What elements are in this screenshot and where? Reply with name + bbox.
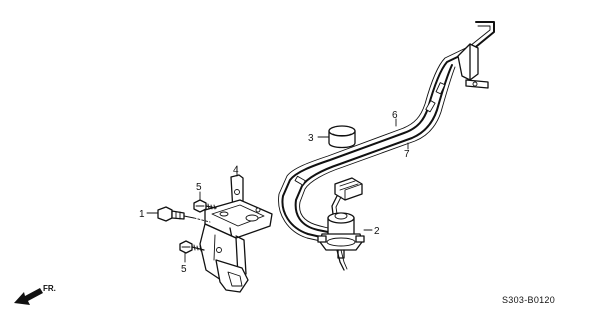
mounting-bracket xyxy=(199,174,273,293)
callout-6: 6 xyxy=(392,110,398,121)
vacuum-hose-assembly xyxy=(278,21,495,271)
callout-3: 3 xyxy=(308,133,314,144)
callout-7: 7 xyxy=(404,149,410,160)
callout-4: 4 xyxy=(233,165,239,176)
callout-5-lower: 5 xyxy=(181,264,187,275)
front-direction-arrow: FR. xyxy=(14,284,56,305)
arrow-icon xyxy=(14,288,43,305)
direction-label: FR. xyxy=(43,284,56,293)
cap xyxy=(328,125,356,149)
clip-fitting xyxy=(157,206,211,223)
callout-2: 2 xyxy=(374,226,380,237)
leader-lines xyxy=(146,118,409,263)
flange-bolt-lower xyxy=(179,240,205,254)
callout-1: 1 xyxy=(139,209,145,220)
callout-5-upper: 5 xyxy=(196,182,202,193)
solenoid-valve xyxy=(317,177,365,259)
diagram-code: S303-B0120 xyxy=(502,295,555,305)
callout-labels: 1 2 3 4 5 5 6 7 xyxy=(139,110,410,275)
